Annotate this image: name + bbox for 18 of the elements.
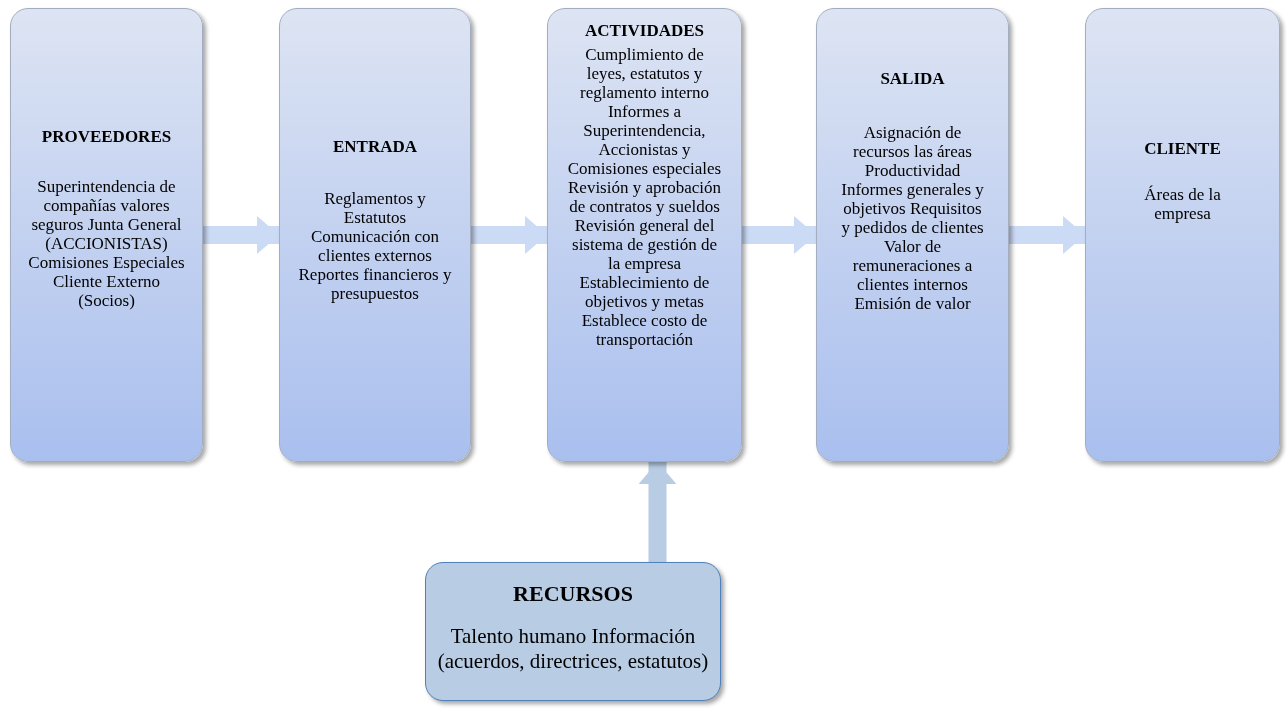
box-heading: CLIENTE bbox=[1144, 139, 1221, 159]
process-column-box bbox=[279, 8, 471, 462]
box-heading: RECURSOS bbox=[513, 581, 633, 607]
process-column-box bbox=[10, 8, 203, 462]
box-text: Superintendencia de compañías valores seguros Junta General (ACCIONISTAS) Comisiones Especiales Cliente Externo (Socios) bbox=[27, 176, 186, 310]
box-heading: ENTRADA bbox=[332, 137, 418, 157]
box-heading: PROVEEDORES bbox=[41, 127, 172, 147]
process-column-box bbox=[1085, 8, 1280, 462]
box-text: Reglamentos y Estatutos Comunicación con clientes externos Reportes financieros y presupuestos bbox=[297, 188, 453, 303]
process-column-box bbox=[816, 8, 1009, 462]
box-text: Talento humano Información (acuerdos, directrices, estatutos) bbox=[436, 624, 710, 675]
box-text: Cumplimiento de leyes, estatutos y reglamento interno Informes a Superintendencia, Accionistas y Comisiones especiales Revisión y aprobación de contratos y sueldos Revisión general del sistema de gestión de la empresa Establecimiento de objetivos y metas Establece costo de transportación bbox=[566, 44, 723, 350]
box-heading: ACTIVIDADES bbox=[585, 21, 704, 41]
process-column-box bbox=[547, 8, 742, 462]
resource-box bbox=[425, 562, 721, 701]
box-text: Áreas de la empresa bbox=[1143, 184, 1222, 223]
box-text: Asignación de recursos las áreas Productividad Informes generales y objetivos Requisitos y pedidos de clientes Valor de remuneraciones a clientes internos Emisión de valor bbox=[840, 122, 985, 313]
box-heading: SALIDA bbox=[880, 69, 945, 89]
